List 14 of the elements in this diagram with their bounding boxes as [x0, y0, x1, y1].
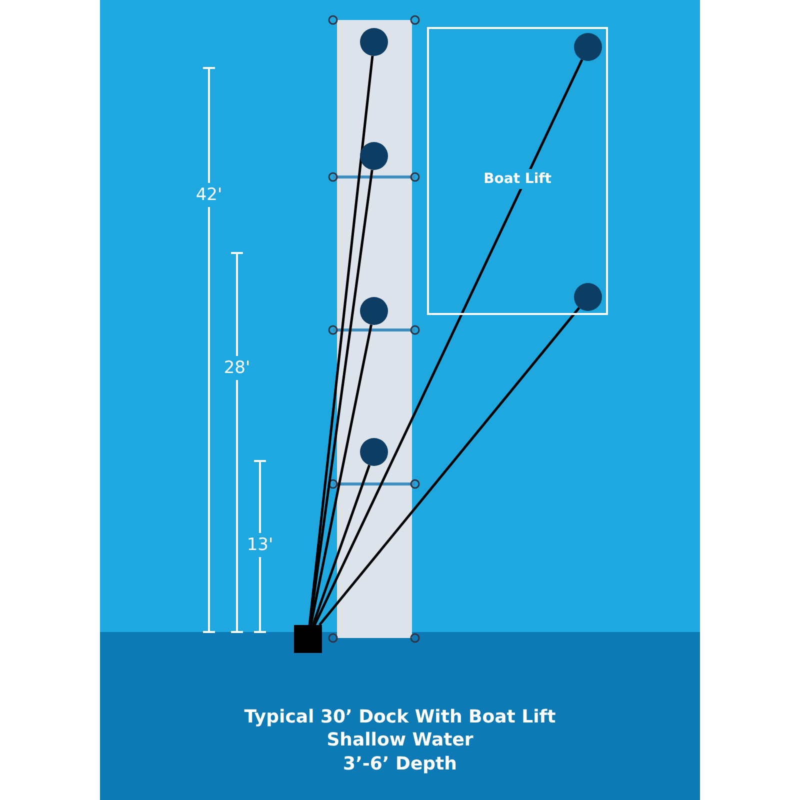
dimension-label: 13': [246, 533, 274, 557]
tether-line: [310, 324, 372, 626]
tether-line: [308, 170, 374, 626]
boat-lift-outline: [427, 27, 608, 315]
caption-line: 3’-6’ Depth: [343, 754, 457, 774]
caption-line: Typical 30’ Dock With Boat Lift: [244, 706, 556, 728]
anchor-block: [294, 625, 322, 653]
tether-line: [312, 464, 371, 626]
tether-line: [308, 56, 374, 626]
tether-line: [314, 59, 584, 626]
dimension-label: 42': [196, 183, 222, 207]
caption-line: Shallow Water: [326, 730, 474, 750]
dimension-label: 28': [224, 356, 250, 380]
tether-line: [318, 307, 580, 626]
